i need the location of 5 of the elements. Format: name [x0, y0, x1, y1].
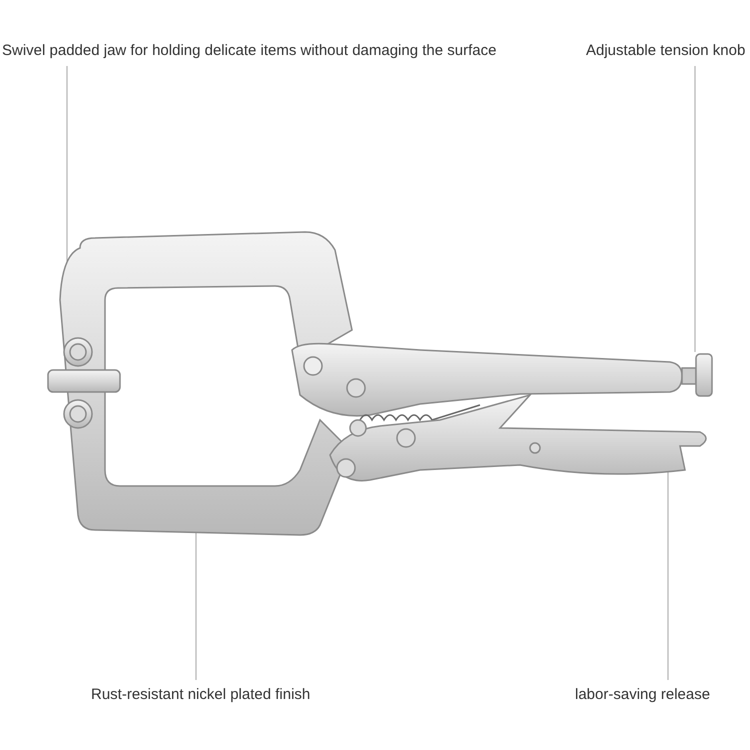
- callout-text: Rust-resistant nickel plated finish: [91, 686, 310, 704]
- callout-text: Swivel padded jaw for holding delicate items without damaging the surface: [2, 42, 496, 60]
- leader-line: [694, 66, 696, 352]
- callout-text: labor-saving release: [575, 686, 710, 704]
- callout-text: Adjustable tension knob: [586, 42, 746, 60]
